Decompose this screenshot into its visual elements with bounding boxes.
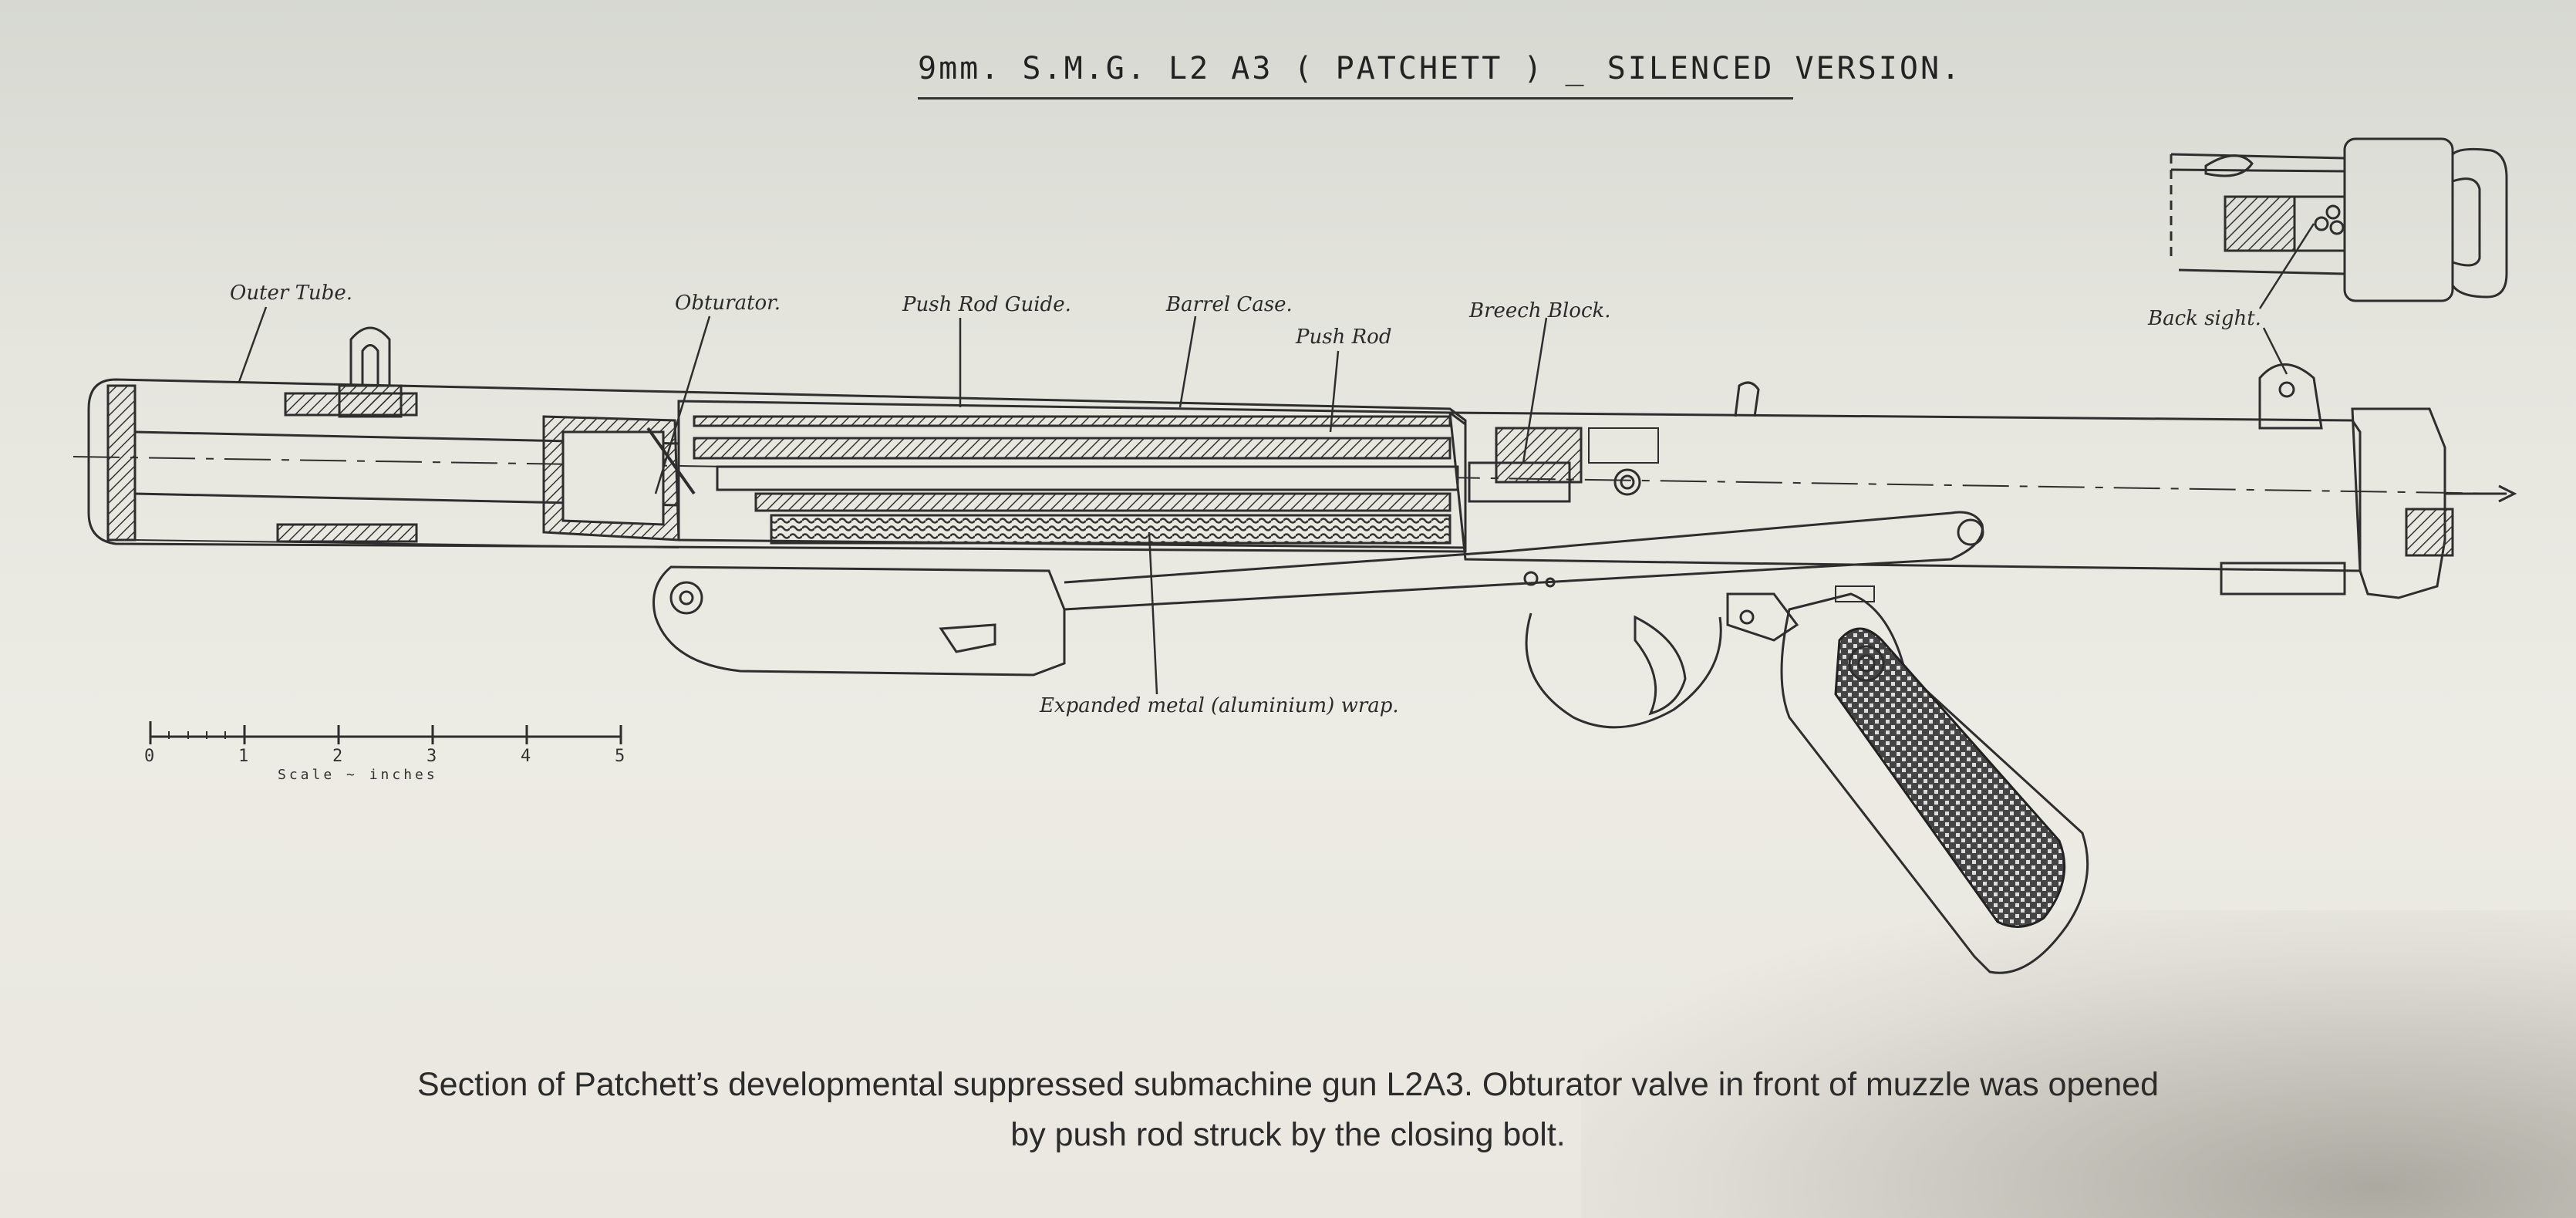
label-push-rod: Push Rod: [1296, 326, 1392, 349]
scale-bar: [149, 721, 622, 744]
front-sling-swivel: [349, 326, 391, 386]
scale-tick-5: 5: [615, 747, 625, 766]
label-breech-block: Breech Block.: [1469, 299, 1611, 322]
outer-tube-front-cap: [106, 384, 137, 542]
label-back-sight: Back sight.: [2148, 307, 2261, 330]
page-shadow: [1581, 910, 2576, 1218]
caption-line-2: by push rod struck by the closing bolt.: [1010, 1116, 1566, 1153]
barrel-case: [677, 400, 1467, 549]
scale-caption: Scale ~ inches: [278, 767, 438, 783]
scale-tick-0: 0: [144, 747, 155, 766]
breech-block: [1495, 427, 1583, 484]
pistol-grip: [1780, 592, 2089, 974]
back-sight-inset: [2170, 137, 2508, 302]
label-barrel-case: Barrel Case.: [1166, 293, 1293, 316]
scale-tick-4: 4: [521, 747, 531, 766]
expanded-metal-wrap: [770, 514, 1452, 545]
back-sight: [2258, 363, 2323, 430]
title-underline: [918, 97, 1793, 100]
drawing-title: 9mm. S.M.G. L2 A3 ( PATCHETT ) _ SILENCE…: [918, 51, 1963, 86]
label-push-rod-guide: Push Rod Guide.: [902, 293, 1071, 316]
label-leaders: [238, 223, 2315, 695]
label-obturator: Obturator.: [675, 292, 781, 315]
push-rod: [693, 437, 1452, 460]
scale-tick-1: 1: [238, 747, 249, 766]
folding-stock: [652, 565, 1066, 676]
rear-cap: [2351, 407, 2446, 599]
label-expanded-metal-wrap: Expanded metal (aluminium) wrap.: [1040, 694, 1399, 717]
scale-tick-3: 3: [427, 747, 437, 766]
receiver-body: [1448, 411, 2362, 572]
trigger-guard: [1525, 612, 1722, 729]
caption-line-1: Section of Patchett’s developmental supp…: [416, 1066, 2160, 1103]
trigger: [1634, 615, 1687, 716]
label-outer-tube: Outer Tube.: [230, 282, 352, 305]
grip-checkering: [1834, 627, 2066, 928]
push-rod-guide: [693, 415, 1452, 427]
scale-tick-2: 2: [332, 747, 343, 766]
